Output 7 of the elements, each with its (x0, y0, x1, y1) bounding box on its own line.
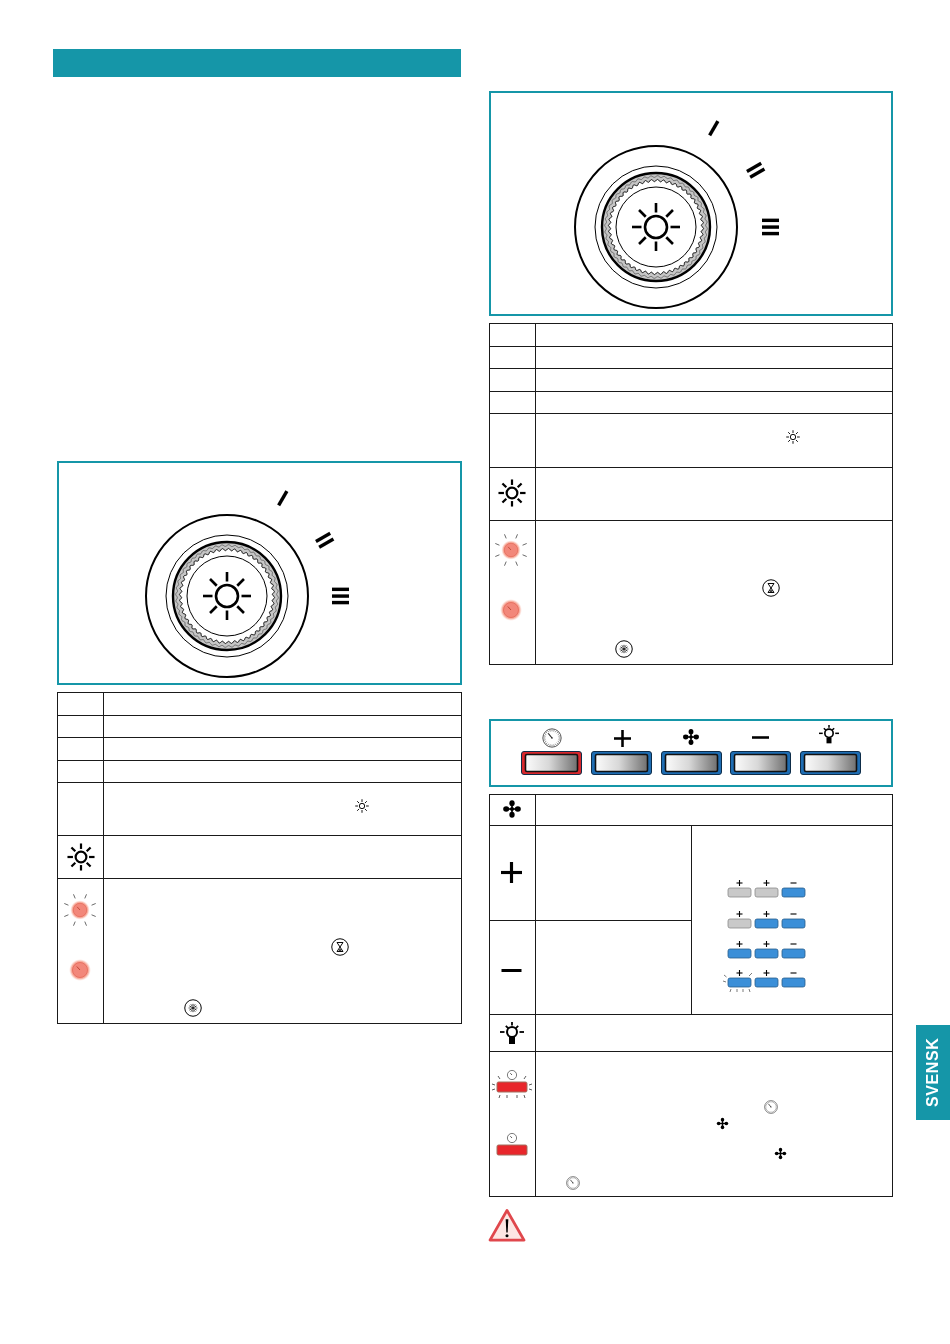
speed-setting-label: II (743, 159, 769, 181)
speed-setting-label: III (330, 586, 352, 606)
speed-setting-label: I (705, 117, 723, 139)
speed-setting-label: III (760, 217, 782, 237)
speed-setting-label: I (274, 487, 292, 509)
language-tab: SVENSK (916, 1025, 950, 1120)
speed-setting-label: II (312, 529, 338, 551)
